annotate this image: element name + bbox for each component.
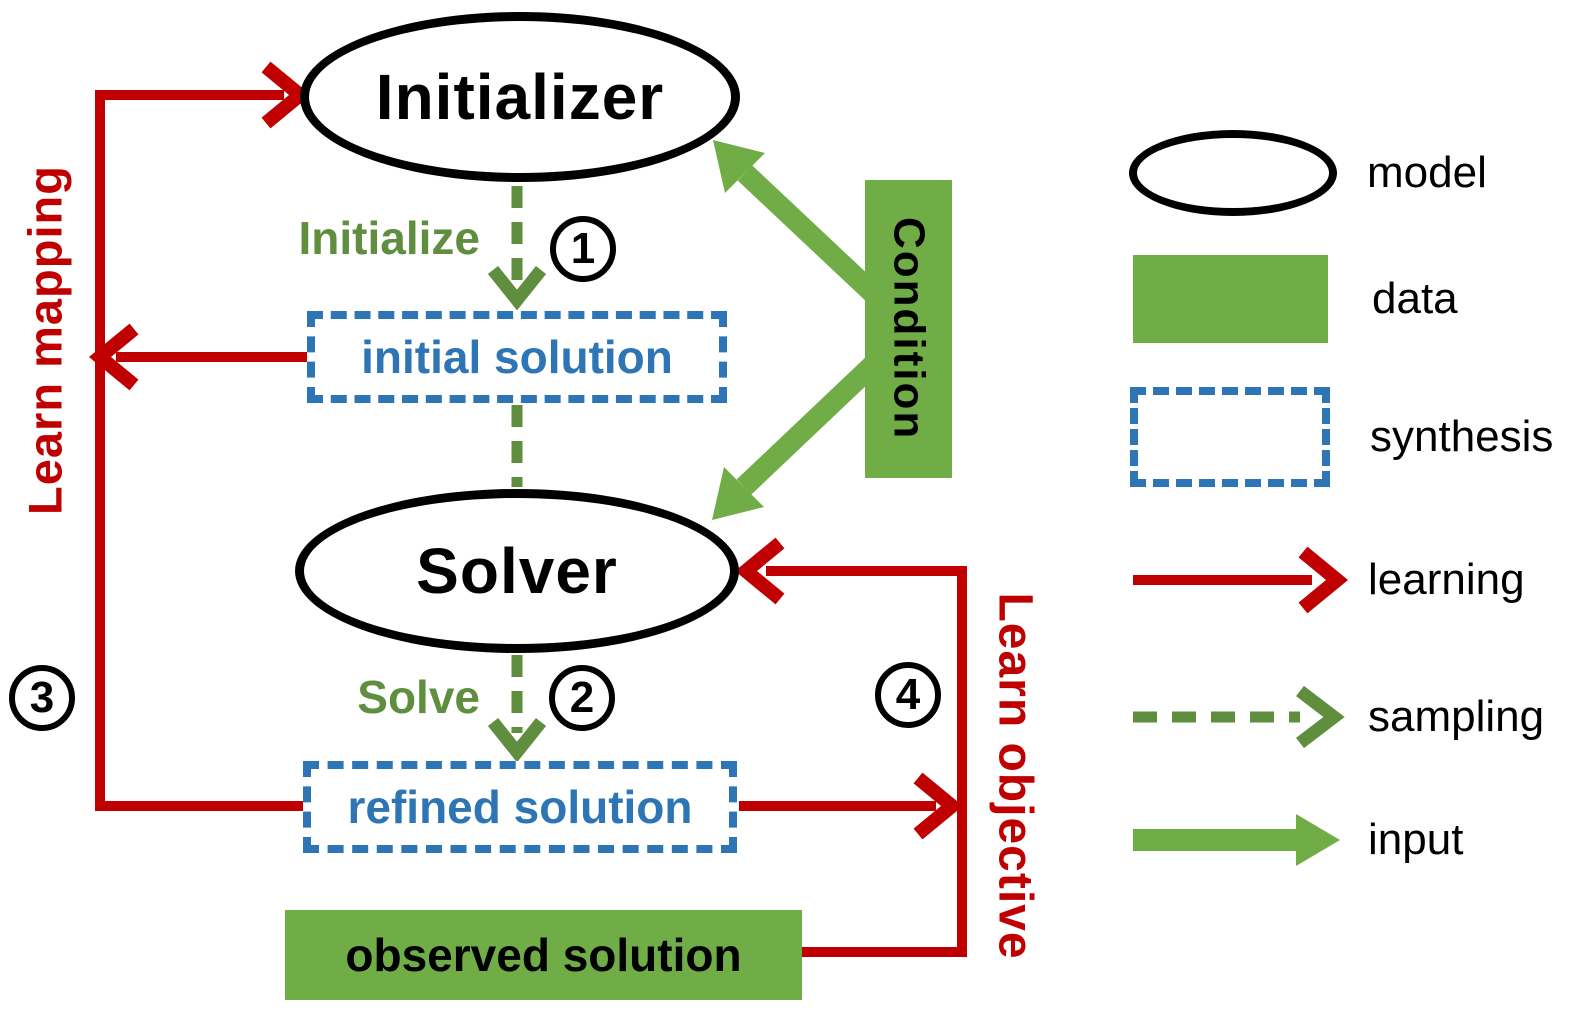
legend-data-label: data: [1372, 274, 1458, 323]
box-condition: Condition: [865, 180, 952, 478]
label-learn-objective: Learn objective: [988, 592, 1042, 960]
legend-model-label: model: [1367, 148, 1487, 197]
legend-sampling-label: sampling: [1368, 692, 1545, 741]
box-initial-solution: initial solution: [307, 311, 727, 403]
step-4-number: 4: [895, 670, 921, 719]
learn-objective-arrow: [734, 537, 967, 957]
solver-label: Solver: [416, 535, 618, 607]
step-circle-4: 4: [875, 662, 941, 728]
legend-synthesis-swatch: [1130, 387, 1330, 487]
initial-solution-feedback-arrow: [88, 323, 307, 391]
legend-model-swatch: [1129, 130, 1337, 216]
label-solve: Solve: [357, 671, 480, 723]
node-initializer: Initializer: [300, 12, 740, 182]
legend-input-label: input: [1368, 815, 1464, 864]
box-observed-solution: observed solution: [285, 910, 802, 1000]
refined-solution-feedback-arrow: [739, 772, 964, 840]
label-learn-mapping: Learn mapping: [18, 165, 72, 515]
step-circle-3: 3: [9, 665, 75, 731]
observed-solution-label: observed solution: [345, 929, 742, 981]
solve-sampling-arrow: [487, 655, 547, 763]
initial-solution-label: initial solution: [361, 331, 673, 383]
box-refined-solution: refined solution: [303, 761, 737, 853]
legend-synthesis-label: synthesis: [1370, 412, 1554, 461]
step-circle-2: 2: [549, 665, 615, 731]
legend-learning-label: learning: [1368, 555, 1525, 604]
condition-input-arrow-to-initializer: [713, 140, 888, 308]
legend-learning-arrow: [1133, 546, 1349, 614]
legend-input-arrow: [1133, 814, 1340, 866]
step-3-number: 3: [29, 673, 55, 722]
refined-solution-label: refined solution: [347, 781, 693, 833]
label-initialize: Initialize: [298, 212, 480, 264]
initializer-label: Initializer: [375, 61, 665, 133]
node-solver: Solver: [295, 489, 739, 653]
step-1-number: 1: [570, 224, 596, 273]
legend-sampling-arrow: [1133, 685, 1345, 749]
initialize-sampling-arrow: [487, 186, 547, 311]
condition-input-arrow-to-solver: [712, 350, 888, 520]
step-2-number: 2: [569, 673, 595, 722]
legend-data-swatch: [1133, 255, 1328, 343]
step-circle-1: 1: [550, 216, 616, 282]
condition-label: Condition: [884, 217, 934, 441]
